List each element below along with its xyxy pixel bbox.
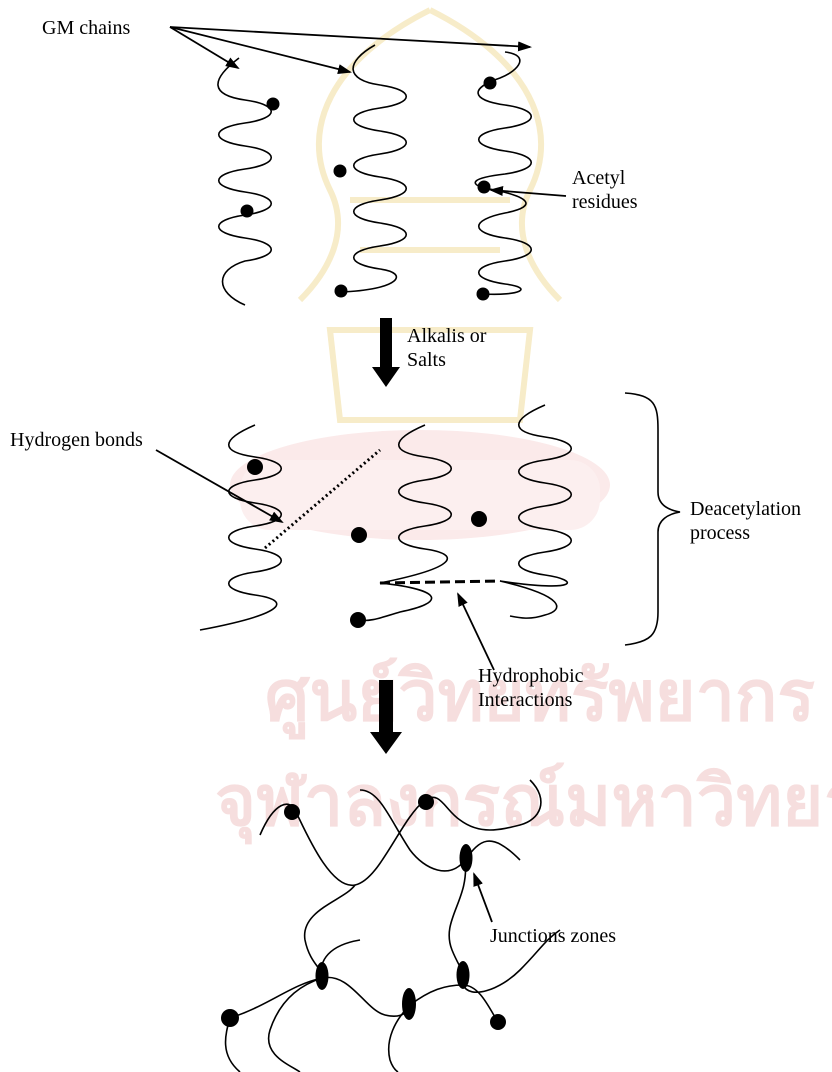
- network-dot: [221, 1009, 239, 1027]
- acetyl-dot: [335, 285, 348, 298]
- junction-zone-arrow: [474, 874, 492, 922]
- network-vertical-left: [305, 885, 355, 978]
- deacetylated-chain-2: [358, 425, 451, 621]
- gm-arrow-1: [170, 27, 238, 68]
- process-arrow-1: [372, 318, 400, 387]
- hydrophobic-arrow: [458, 594, 494, 670]
- network-dot: [418, 794, 434, 810]
- deacetylation-brace: [625, 393, 680, 645]
- junction-zone-dot: [457, 961, 470, 989]
- label-gm-chains: GM chains: [42, 16, 130, 40]
- label-acetyl-residues: Acetyl residues: [572, 166, 638, 214]
- acetyl-dot: [478, 181, 491, 194]
- acetyl-dot: [334, 165, 347, 178]
- junction-zone-dot: [316, 962, 329, 990]
- gm-arrow-3: [170, 27, 530, 47]
- acetyl-dot: [350, 612, 366, 628]
- gm-arrow-2: [170, 27, 350, 72]
- label-hydrophobic-interactions: Hydrophobic Interactions: [478, 664, 584, 712]
- label-alkalis-or-salts: Alkalis or Salts: [407, 324, 486, 372]
- deacetylated-chain-3: [500, 405, 571, 618]
- deacetylated-chain-1: [200, 425, 281, 630]
- label-hydrogen-bonds: Hydrogen bonds: [10, 428, 143, 452]
- acetyl-dot: [351, 527, 367, 543]
- acetyl-arrow: [491, 190, 566, 196]
- acetyl-dot: [241, 205, 254, 218]
- network-dot: [284, 804, 300, 820]
- process-arrow-2: [370, 680, 402, 754]
- gm-chain-3: [475, 52, 531, 294]
- network-strand-top: [260, 780, 541, 885]
- acetyl-dot: [247, 459, 263, 475]
- label-deacetylation-process: Deacetylation process: [690, 497, 801, 545]
- acetyl-dot: [267, 98, 280, 111]
- label-junctions-zones: Junctions zones: [490, 924, 616, 948]
- acetyl-dot: [471, 511, 487, 527]
- acetyl-dot: [477, 288, 490, 301]
- network-strand-bottom-2: [269, 978, 322, 1072]
- hydrogen-bonds-arrow: [156, 450, 282, 522]
- gm-chain-1: [218, 58, 271, 305]
- network-dot: [490, 1014, 506, 1030]
- acetyl-dot: [484, 77, 497, 90]
- junction-zone-dot: [460, 844, 473, 872]
- hydrophobic-interaction-dashed-line: [380, 581, 500, 583]
- junction-zone-dot: [402, 988, 416, 1020]
- gm-chain-2: [340, 45, 406, 292]
